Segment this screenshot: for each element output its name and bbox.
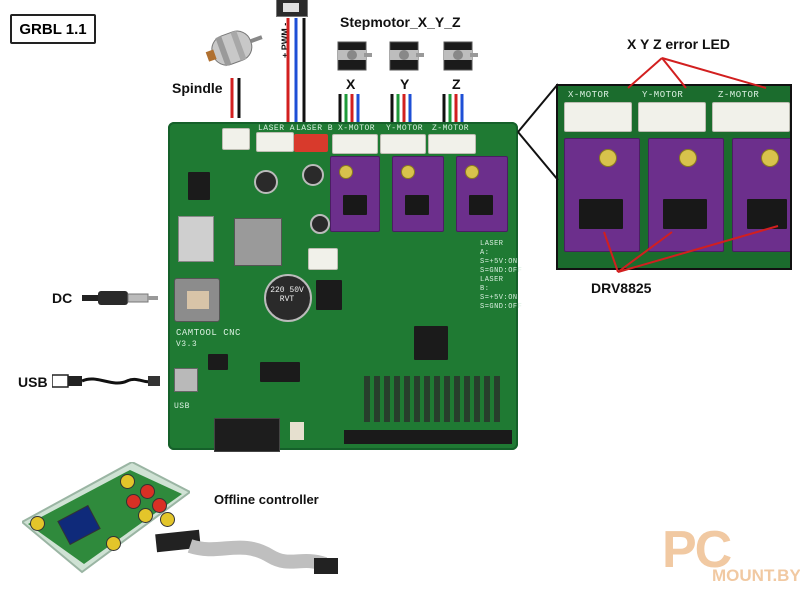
stepper-motor-z — [440, 36, 478, 74]
driver-chip — [405, 195, 429, 215]
capacitor — [310, 214, 330, 234]
controller-button-yellow — [120, 474, 135, 489]
driver-x — [330, 156, 380, 232]
laser-wires — [284, 18, 308, 122]
dc-label: DC — [52, 290, 72, 306]
driver-chip — [343, 195, 367, 215]
mosfet-chip — [316, 280, 342, 310]
stepper-wires — [336, 94, 486, 124]
laser-b-connector — [294, 134, 328, 152]
x-motor-connector — [332, 134, 378, 154]
driver-chip — [469, 195, 493, 215]
error-led-label: X Y Z error LED — [627, 36, 730, 52]
stepper-motor-icon — [386, 36, 424, 74]
silk-version: V3.3 — [176, 340, 197, 349]
stepper-motor-y — [386, 36, 424, 74]
laser-a-connector — [256, 132, 294, 152]
heatsink-regulator — [178, 216, 214, 262]
silk-brand: CAMTOOL CNC — [176, 328, 241, 338]
dc-plug — [82, 288, 162, 308]
stepper-motor-x — [334, 36, 372, 74]
axis-x-label: X — [346, 76, 355, 92]
controller-button-red — [140, 484, 155, 499]
silk-y-motor: Y-MOTOR — [386, 124, 423, 133]
driver-y — [392, 156, 444, 232]
capacitor — [254, 170, 278, 194]
offline-controller-label: Offline controller — [214, 492, 319, 507]
stepmotor-label: Stepmotor_X_Y_Z — [340, 14, 461, 30]
inductor — [234, 218, 282, 266]
dc-jack-socket — [187, 291, 209, 309]
usb-label: USB — [18, 374, 48, 390]
driver-pot-icon — [401, 165, 415, 179]
silk-z-motor: Z-MOTOR — [432, 124, 469, 133]
dc-plug-icon — [82, 288, 162, 308]
silk-usb: USB — [174, 402, 190, 411]
ribbon-cable — [150, 526, 340, 588]
usb-cable — [52, 370, 162, 392]
z-motor-connector — [428, 134, 476, 154]
axis-y-label: Y — [400, 76, 409, 92]
main-capacitor-text: 220 50V RVT — [268, 286, 306, 304]
silk-laser-b: LASER B — [296, 124, 333, 133]
controller-button-yellow — [30, 516, 45, 531]
spindle-motor — [200, 18, 270, 78]
axis-z-label: Z — [452, 76, 461, 92]
silk-laser-a: LASER A — [258, 124, 295, 133]
usb-cable-icon — [52, 370, 162, 392]
spindle-motor-icon — [200, 18, 270, 78]
small-chip — [208, 354, 228, 370]
regulator-chip — [188, 172, 210, 200]
dc-jack — [174, 278, 220, 322]
usb-port — [174, 368, 198, 392]
mcu-chip — [414, 326, 448, 360]
usb-chip — [260, 362, 300, 382]
controller-button-yellow — [160, 512, 175, 527]
spindle-label: Spindle — [172, 80, 223, 96]
watermark-mount: MOUNT.BY — [712, 566, 800, 586]
controller-button-red — [152, 498, 167, 513]
resistor-array — [364, 376, 500, 422]
pin-header-row — [344, 430, 512, 444]
laser-module-label-icon — [283, 3, 299, 12]
capacitor — [302, 164, 324, 186]
aux-connector — [308, 248, 338, 270]
laser-module — [276, 0, 308, 17]
reset-button — [290, 422, 304, 440]
drv-label: DRV8825 — [591, 280, 651, 296]
stepper-motor-icon — [440, 36, 478, 74]
grbl-badge: GRBL 1.1 — [10, 14, 96, 44]
spindle-connector — [222, 128, 250, 150]
stepper-motor-icon — [334, 36, 372, 74]
controller-button-yellow — [106, 536, 121, 551]
y-motor-connector — [380, 134, 426, 154]
controller-pcb: LASER A LASER B X-MOTOR Y-MOTOR Z-MOTOR … — [168, 122, 518, 450]
controller-button-yellow — [138, 508, 153, 523]
driver-pot-icon — [465, 165, 479, 179]
driver-pot-icon — [339, 165, 353, 179]
controller-button-red — [126, 494, 141, 509]
spindle-wires — [228, 78, 244, 118]
grbl-badge-text: GRBL 1.1 — [19, 21, 86, 38]
offline-header — [214, 418, 280, 452]
silk-x-motor: X-MOTOR — [338, 124, 375, 133]
